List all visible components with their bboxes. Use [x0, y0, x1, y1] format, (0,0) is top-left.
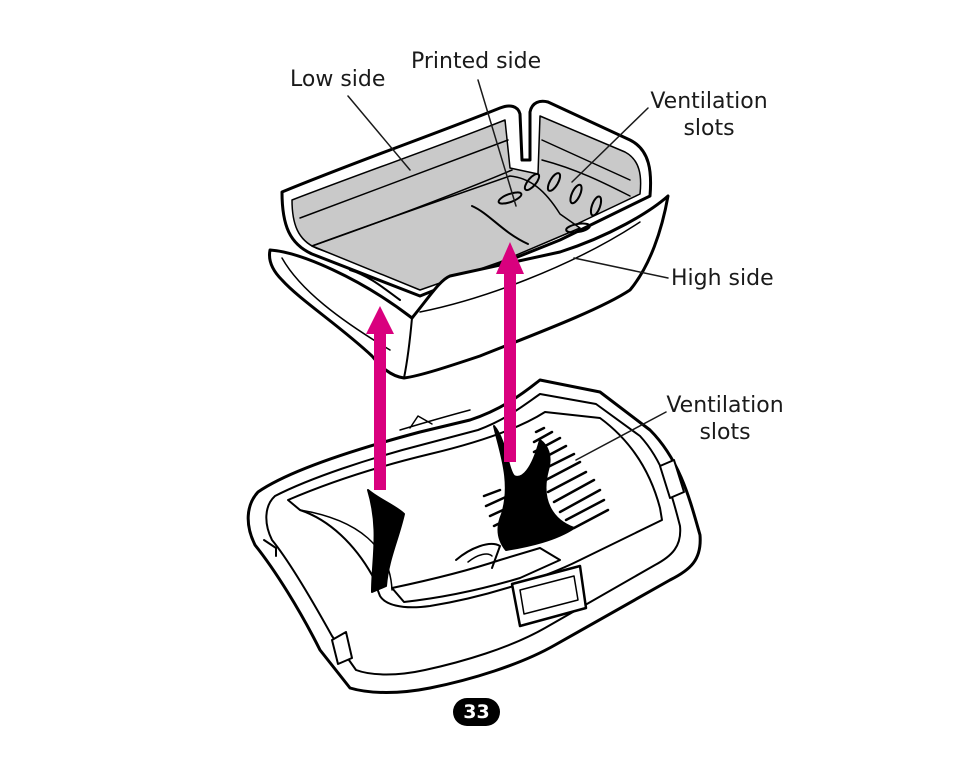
label-printed-side: Printed side [411, 49, 542, 74]
label-low-side: Low side [290, 67, 386, 92]
liner-ventilation-slots [497, 172, 603, 234]
page-number-badge: 33 [453, 698, 500, 726]
liner [268, 99, 670, 380]
label-ventilation-top-line2: slots [683, 116, 735, 141]
base-tray [246, 378, 702, 694]
label-ventilation-top-line1: Ventilation [650, 89, 768, 114]
lift-arrows [366, 242, 524, 490]
leader-lines [347, 79, 669, 461]
label-ventilation-bottom-line2: slots [699, 420, 751, 445]
arrow-right [496, 242, 524, 462]
label-ventilation-slots-bottom: Ventilation slots [666, 392, 784, 446]
label-ventilation-slots-top: Ventilation slots [650, 88, 768, 142]
label-ventilation-bottom-line1: Ventilation [666, 393, 784, 418]
label-high-side: High side [671, 266, 774, 291]
arrow-left [366, 306, 394, 490]
